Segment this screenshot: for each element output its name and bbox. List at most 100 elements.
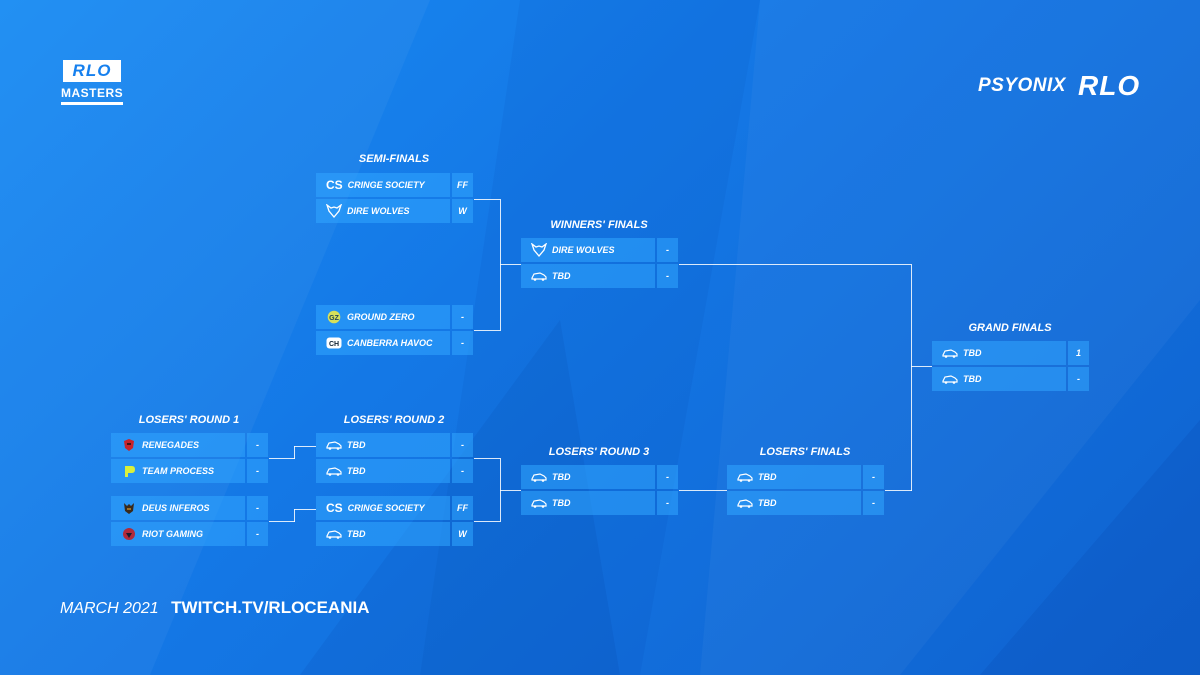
connector-line	[474, 458, 500, 459]
score-cell: -	[452, 459, 473, 483]
team-name: CANBERRA HAVOC	[347, 338, 433, 348]
match-losers-round-1a: RENEGADES -TEAM PROCESS-	[111, 433, 269, 485]
match-row: TBD-	[727, 491, 885, 515]
round-title-winners-finals: WINNERS' FINALS	[550, 219, 648, 231]
connector-line	[474, 199, 500, 200]
connector-line	[294, 509, 316, 510]
connector-line	[911, 366, 932, 367]
score-cell: -	[657, 465, 678, 489]
match-row: DIRE WOLVES W	[316, 199, 474, 223]
team-name: TBD	[347, 440, 366, 450]
team-name: CRINGE SOCIETY	[347, 503, 425, 513]
team-cell: TBD	[932, 367, 1066, 391]
team-cell: TBD	[316, 433, 450, 457]
rlo-masters-logo: RLO MASTERS	[61, 60, 123, 105]
team-cell: TBD	[727, 491, 861, 515]
renegades-icon	[121, 438, 137, 452]
match-row: TBD -	[316, 433, 474, 457]
score-cell: 1	[1068, 341, 1089, 365]
match-row: TBD-	[521, 465, 679, 489]
team-name: TBD	[758, 498, 777, 508]
footer: MARCH 2021 TWITCH.TV/RLOCEANIA	[60, 598, 369, 618]
team-name: TBD	[347, 466, 366, 476]
match-row: RIOT GAMING -	[111, 522, 269, 546]
match-losers-round-2a: TBD - TBD -	[316, 433, 474, 485]
team-cell: TBD	[521, 465, 655, 489]
match-row: TBD-	[932, 367, 1090, 391]
round-title-grand-finals: GRAND FINALS	[968, 322, 1052, 334]
match-row: TBD -	[316, 459, 474, 483]
team-cell: DIRE WOLVES	[316, 199, 450, 223]
team-cell: TBD	[932, 341, 1066, 365]
round-title-losers-round-3: LOSERS' ROUND 3	[548, 446, 650, 458]
team-name: GROUND ZERO	[347, 312, 415, 322]
score-cell: -	[657, 238, 678, 262]
connector-line	[294, 446, 295, 459]
connector-line	[885, 490, 912, 491]
connector-line	[269, 458, 295, 459]
match-row: TEAM PROCESS-	[111, 459, 269, 483]
svg-text:GZ: GZ	[329, 315, 339, 322]
match-losers-round-1b: DEUS INFEROS - RIOT GAMING -	[111, 496, 269, 548]
team-cell: CS CRINGE SOCIETY	[316, 173, 450, 197]
team-name: RENEGADES	[142, 440, 200, 450]
connector-line	[294, 509, 295, 522]
team-process-icon	[121, 464, 137, 478]
match-losers-final: TBD-TBD-	[727, 465, 885, 517]
connector-line	[474, 521, 500, 522]
round-title-losers-finals: LOSERS' FINALS	[759, 446, 851, 458]
score-cell: W	[452, 199, 473, 223]
team-cell: GZ GROUND ZERO	[316, 305, 450, 329]
footer-url[interactable]: TWITCH.TV/RLOCEANIA	[171, 598, 370, 617]
score-cell: -	[657, 491, 678, 515]
match-semi-final-1: CS CRINGE SOCIETY FF DIRE WOLVES W	[316, 173, 474, 225]
team-name: TBD	[347, 529, 366, 539]
score-cell: -	[247, 433, 268, 457]
score-cell: -	[452, 433, 473, 457]
score-cell: -	[863, 465, 884, 489]
score-cell: FF	[452, 173, 473, 197]
connector-line	[269, 521, 295, 522]
match-row: TBD-	[521, 264, 679, 288]
team-cell: TBD	[521, 264, 655, 288]
match-row: DIRE WOLVES -	[521, 238, 679, 262]
team-name: DEUS INFEROS	[142, 503, 210, 513]
score-cell: W	[452, 522, 473, 546]
match-row: DEUS INFEROS -	[111, 496, 269, 520]
round-title-semi-finals: SEMI-FINALS	[358, 153, 430, 165]
team-cell: RENEGADES	[111, 433, 245, 457]
team-cell: TEAM PROCESS	[111, 459, 245, 483]
team-name: TBD	[963, 348, 982, 358]
wolf-icon	[326, 204, 342, 218]
round-title-losers-round-1: LOSERS' ROUND 1	[138, 414, 240, 426]
wolf-icon	[531, 243, 547, 257]
match-row: TBD-	[521, 491, 679, 515]
score-cell: -	[247, 496, 268, 520]
team-cell: DEUS INFEROS	[111, 496, 245, 520]
riot-gaming-icon	[121, 527, 137, 541]
rlo-logo: RLO	[1078, 70, 1141, 101]
match-losers-round-3: TBD-TBD-	[521, 465, 679, 517]
match-row: TBD-	[727, 465, 885, 489]
rlo-masters-logo-bottom: MASTERS	[61, 86, 123, 105]
car-icon	[942, 346, 958, 360]
team-name: DIRE WOLVES	[347, 206, 410, 216]
team-cell: TBD	[316, 522, 450, 546]
car-icon	[531, 269, 547, 283]
cs-icon: CS	[326, 178, 343, 192]
team-name: DIRE WOLVES	[552, 245, 615, 255]
team-cell: TBD	[727, 465, 861, 489]
connector-line	[679, 264, 911, 265]
score-cell: -	[1068, 367, 1089, 391]
connector-line	[474, 330, 500, 331]
score-cell: -	[247, 522, 268, 546]
match-row: CS CRINGE SOCIETY FF	[316, 173, 474, 197]
team-name: RIOT GAMING	[142, 529, 203, 539]
team-name: CRINGE SOCIETY	[347, 180, 425, 190]
connector-line	[500, 199, 501, 331]
